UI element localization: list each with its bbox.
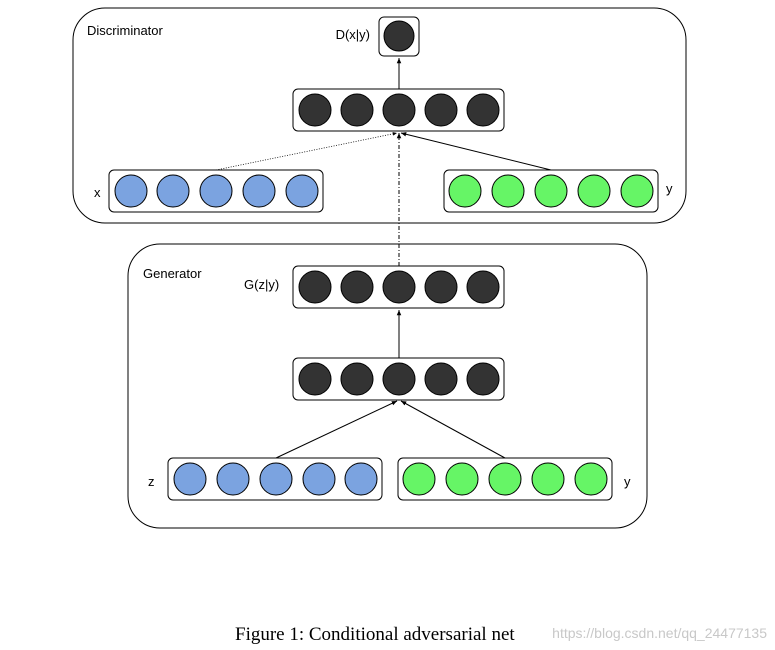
generator-output-label: G(z|y) xyxy=(244,277,279,292)
generator-y-node xyxy=(488,462,522,496)
arrow-z-to-hidden xyxy=(275,400,398,459)
discriminator-x-label: x xyxy=(94,185,101,200)
discriminator-hidden-node xyxy=(466,93,500,127)
generator-y-node xyxy=(574,462,608,496)
discriminator-y-node xyxy=(620,174,654,208)
generator-block: Generator G(z|y) z xyxy=(127,243,648,529)
generator-output-node xyxy=(466,270,500,304)
generator-hidden-node xyxy=(382,362,416,396)
generator-output-node xyxy=(382,270,416,304)
discriminator-y-node xyxy=(448,174,482,208)
discriminator-x-node xyxy=(285,174,319,208)
generator-z-node xyxy=(344,462,378,496)
generator-z-node xyxy=(173,462,207,496)
generator-z-node xyxy=(216,462,250,496)
generator-hidden-layer xyxy=(292,357,505,401)
arrow-x-to-hidden xyxy=(215,132,398,171)
discriminator-x-node xyxy=(156,174,190,208)
discriminator-hidden-node xyxy=(298,93,332,127)
arrow-y-to-hidden xyxy=(400,132,552,171)
discriminator-output-node xyxy=(383,20,415,52)
generator-title: Generator xyxy=(143,266,202,281)
generator-z-layer xyxy=(167,457,383,501)
generator-hidden-node xyxy=(424,362,458,396)
figure-caption: Figure 1: Conditional adversarial net xyxy=(235,624,515,645)
generator-y-label: y xyxy=(624,474,631,489)
generator-hidden-node xyxy=(340,362,374,396)
generator-output-node xyxy=(424,270,458,304)
generator-y-node xyxy=(402,462,436,496)
discriminator-y-node xyxy=(491,174,525,208)
discriminator-hidden-node xyxy=(382,93,416,127)
discriminator-hidden-node xyxy=(424,93,458,127)
generator-output-node xyxy=(340,270,374,304)
generator-y-layer xyxy=(397,457,613,501)
discriminator-y-layer xyxy=(443,169,659,213)
generator-z-label: z xyxy=(148,474,155,489)
generator-y-node xyxy=(531,462,565,496)
watermark: https://blog.csdn.net/qq_24477135 xyxy=(552,625,767,641)
discriminator-x-node xyxy=(114,174,148,208)
discriminator-y-node xyxy=(577,174,611,208)
generator-output-node xyxy=(298,270,332,304)
generator-z-node xyxy=(302,462,336,496)
discriminator-output-layer xyxy=(378,16,420,57)
discriminator-block: Discriminator D(x|y) x xyxy=(72,7,687,224)
discriminator-hidden-layer xyxy=(292,88,505,132)
arrow-y-to-hidden xyxy=(400,400,506,459)
discriminator-title: Discriminator xyxy=(87,23,164,38)
discriminator-x-layer xyxy=(108,169,324,213)
discriminator-output-label: D(x|y) xyxy=(336,27,370,42)
discriminator-x-node xyxy=(199,174,233,208)
generator-y-node xyxy=(445,462,479,496)
generator-hidden-node xyxy=(298,362,332,396)
generator-hidden-node xyxy=(466,362,500,396)
discriminator-x-node xyxy=(242,174,276,208)
generator-z-node xyxy=(259,462,293,496)
discriminator-y-label: y xyxy=(666,181,673,196)
generator-output-layer xyxy=(292,265,505,309)
discriminator-y-node xyxy=(534,174,568,208)
discriminator-hidden-node xyxy=(340,93,374,127)
